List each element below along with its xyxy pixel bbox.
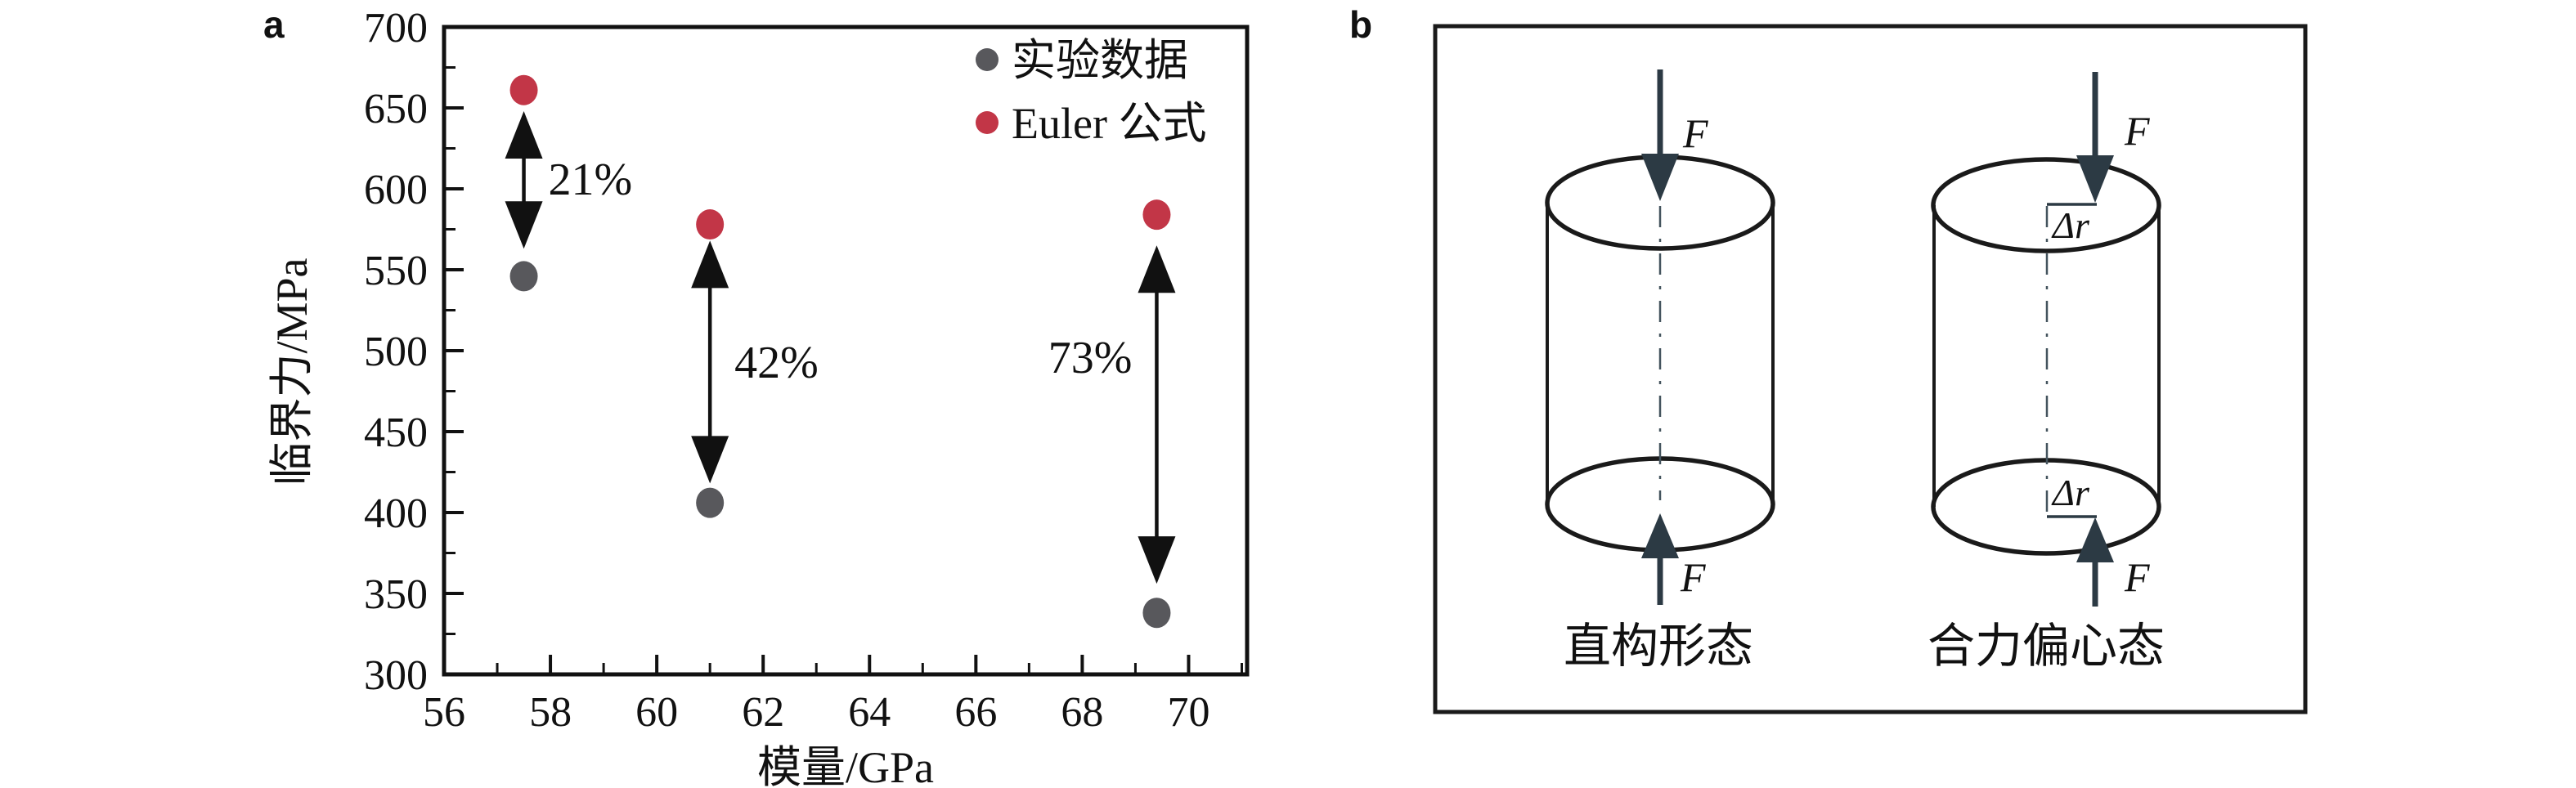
percent-label: 73% — [1048, 333, 1133, 383]
y-axis-tick-label: 450 — [364, 410, 428, 456]
force-label-bottom: F — [2124, 554, 2150, 600]
x-axis-tick-label: 70 — [1167, 689, 1209, 736]
data-point-experiment — [696, 487, 725, 518]
force-arrowhead-down-icon — [1641, 154, 1679, 201]
data-points — [509, 74, 1171, 629]
cylinder-caption: 合力偏心态 — [1928, 620, 2165, 673]
x-axis-tick-label: 62 — [742, 689, 784, 736]
data-point-experiment — [1142, 598, 1171, 629]
y-axis-tick-label: 400 — [364, 490, 428, 537]
data-point-euler — [509, 74, 538, 105]
arrowhead-down-icon — [1138, 536, 1176, 584]
offset-label-top: Δr — [2051, 204, 2090, 246]
y-axis-title: 临界力/MPa — [267, 257, 316, 486]
force-label-top: F — [1682, 110, 1708, 156]
straight-cylinder: F F 直构形态 — [1545, 69, 1775, 673]
panel-b-diagram: b F F 直构形态 — [1349, 3, 2308, 714]
data-point-experiment — [509, 261, 538, 292]
legend-label: Euler 公式 — [1012, 99, 1206, 148]
arrowhead-up-icon — [691, 240, 729, 289]
x-axis-tick-label: 64 — [848, 689, 891, 736]
axis-ticks — [442, 25, 1243, 676]
data-point-euler — [696, 209, 725, 240]
data-point-euler — [1142, 199, 1171, 231]
panel-a-chart: a 56 58 60 62 64 66 68 70 300 350 400 450 500 550 600 6… — [263, 3, 1250, 788]
x-axis-tick-label: 60 — [635, 689, 678, 736]
force-arrowhead-up-icon — [1641, 513, 1679, 558]
force-arrowhead-up-icon — [2076, 517, 2114, 562]
chart-legend: 实验数据 Euler 公式 — [976, 36, 1206, 148]
x-axis-tick-label: 58 — [529, 689, 572, 736]
x-axis-title: 模量/GPa — [757, 743, 934, 788]
force-label-top: F — [2124, 108, 2150, 154]
percent-label: 21% — [549, 154, 633, 205]
cylinder-caption: 直构形态 — [1564, 620, 1753, 673]
y-axis-tick-label: 700 — [364, 5, 428, 51]
diagram-border — [1433, 24, 2308, 714]
cylinder-top-ellipse — [1931, 157, 2161, 253]
percent-label: 42% — [734, 338, 819, 388]
axis-tick-labels: 56 58 60 62 64 66 68 70 300 350 400 450 500 550 600 650… — [364, 5, 1209, 736]
force-arrowhead-down-icon — [2076, 155, 2114, 203]
arrowhead-up-icon — [1138, 245, 1176, 293]
y-axis-tick-label: 550 — [364, 248, 428, 294]
y-axis-tick-label: 350 — [364, 571, 428, 618]
arrowhead-down-icon — [505, 201, 543, 249]
eccentric-cylinder: Δr F Δr F 合力偏心态 — [1928, 72, 2165, 673]
y-axis-tick-label: 650 — [364, 86, 428, 132]
arrowhead-up-icon — [505, 110, 543, 159]
x-axis-tick-label: 56 — [423, 689, 465, 736]
x-axis-tick-label: 66 — [954, 689, 997, 736]
x-axis-tick-label: 68 — [1061, 689, 1103, 736]
legend-marker-icon — [976, 48, 999, 71]
panel-b-label: b — [1349, 3, 1372, 46]
percent-annotations: 21% 42% 73% — [505, 110, 1176, 584]
y-axis-tick-label: 500 — [364, 329, 428, 375]
y-axis-tick-label: 600 — [364, 167, 428, 213]
legend-marker-icon — [976, 111, 999, 134]
offset-label-bottom: Δr — [2051, 472, 2090, 513]
panel-a-label: a — [263, 3, 285, 46]
y-axis-tick-label: 300 — [364, 652, 428, 699]
legend-label: 实验数据 — [1012, 36, 1188, 85]
force-label-bottom: F — [1680, 554, 1706, 600]
arrowhead-down-icon — [691, 436, 729, 484]
